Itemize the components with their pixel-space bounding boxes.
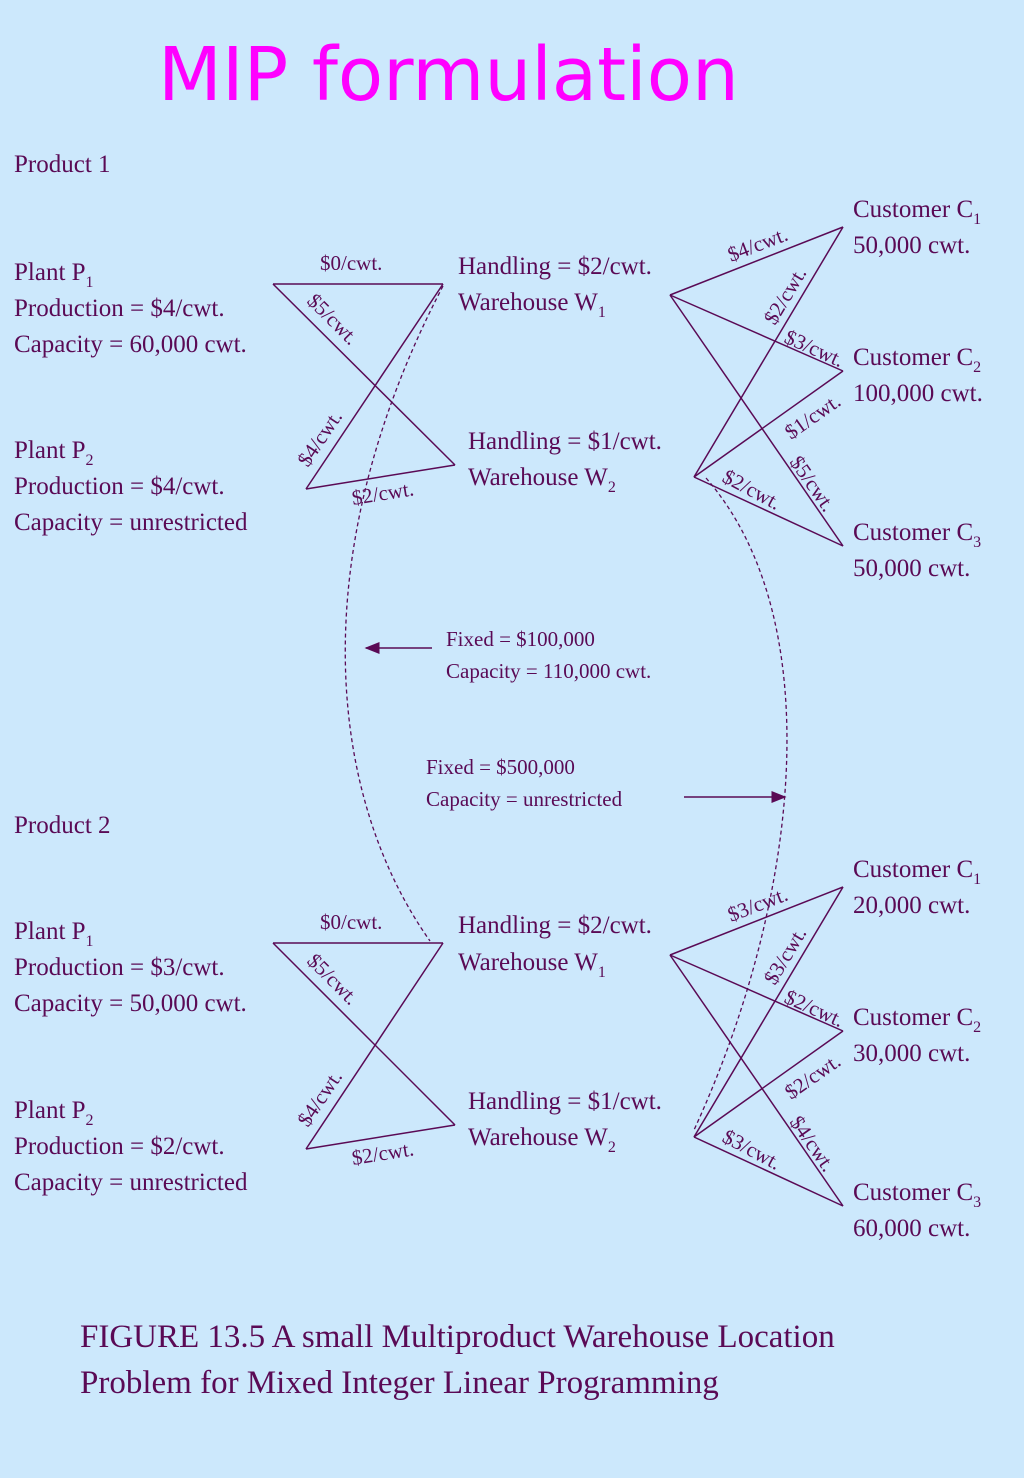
page-title: MIP formulation bbox=[158, 32, 739, 118]
p1-customer1-name: Customer C1 bbox=[853, 196, 981, 228]
p1-cost-p2-w2: $2/cwt. bbox=[350, 476, 415, 509]
p2-customer1-demand: 20,000 cwt. bbox=[853, 892, 970, 919]
p1-edge-w1-c1 bbox=[669, 226, 844, 296]
p2-warehouse2-name: Warehouse W2 bbox=[468, 1124, 616, 1156]
p2-cost-w1-c2: $2/cwt. bbox=[781, 985, 848, 1032]
p2-customer3-name: Customer C3 bbox=[853, 1179, 981, 1211]
p1-cost-w1-c3: $5/cwt. bbox=[785, 451, 840, 516]
p2-plant1-production: Production = $3/cwt. bbox=[14, 954, 225, 981]
p1-edge-w1-c3 bbox=[669, 294, 844, 547]
p2-edge-p1-w2 bbox=[272, 942, 456, 1126]
figure-caption: FIGURE 13.5 A small Multiproduct Warehou… bbox=[80, 1314, 980, 1406]
p1-cost-p2-w1: $4/cwt. bbox=[292, 406, 347, 471]
p1-cost-w2-c1: $2/cwt. bbox=[759, 263, 812, 329]
p2-edge-p2-w2 bbox=[305, 1124, 456, 1150]
p2-plant2-capacity: Capacity = unrestricted bbox=[14, 1169, 248, 1196]
p1-plant2-capacity: Capacity = unrestricted bbox=[14, 509, 248, 536]
p1-edge-w2-c2 bbox=[693, 370, 844, 478]
p1-customer2-name: Customer C2 bbox=[853, 344, 981, 376]
warehouse1-capacity: Capacity = 110,000 cwt. bbox=[446, 659, 651, 683]
p2-warehouse1-handling: Handling = $2/cwt. bbox=[458, 912, 652, 939]
p1-cost-w1-c2: $3/cwt. bbox=[781, 325, 848, 372]
p1-edge-w2-c3 bbox=[693, 476, 844, 547]
p1-cost-w2-c2: $1/cwt. bbox=[780, 389, 845, 444]
p1-warehouse1-handling: Handling = $2/cwt. bbox=[458, 253, 652, 280]
p1-cost-p1-w2: $5/cwt. bbox=[302, 289, 363, 350]
p1-customer3-demand: 50,000 cwt. bbox=[853, 555, 970, 582]
p1-warehouse2-handling: Handling = $1/cwt. bbox=[468, 428, 662, 455]
p1-edge-p2-w1 bbox=[305, 283, 444, 490]
p2-cost-w2-c1: $3/cwt. bbox=[759, 923, 812, 989]
p2-cost-p2-w1: $4/cwt. bbox=[292, 1066, 347, 1131]
product2-label: Product 2 bbox=[14, 812, 111, 839]
p2-cost-p2-w2: $2/cwt. bbox=[350, 1136, 415, 1169]
p1-plant1-name: Plant P1 bbox=[14, 259, 94, 291]
p2-customer3-demand: 60,000 cwt. bbox=[853, 1215, 970, 1242]
p2-edge-w2-c1 bbox=[693, 886, 844, 1138]
p2-cost-w2-c3: $3/cwt. bbox=[719, 1124, 785, 1174]
p2-customer2-name: Customer C2 bbox=[853, 1004, 981, 1036]
p1-customer2-demand: 100,000 cwt. bbox=[853, 380, 983, 407]
p1-warehouse2-name: Warehouse W2 bbox=[468, 464, 616, 496]
caption-line-1: FIGURE 13.5 A small Multiproduct Warehou… bbox=[80, 1319, 835, 1355]
p1-edge-p2-w2 bbox=[305, 464, 456, 490]
p2-cost-p1-w2: $5/cwt. bbox=[302, 949, 363, 1010]
p1-plant1-production: Production = $4/cwt. bbox=[14, 295, 225, 322]
p2-edge-w2-c3 bbox=[693, 1136, 844, 1207]
p2-customer2-demand: 30,000 cwt. bbox=[853, 1040, 970, 1067]
p2-cost-w1-c3: $4/cwt. bbox=[785, 1111, 840, 1176]
p1-plant1-capacity: Capacity = 60,000 cwt. bbox=[14, 331, 247, 358]
p2-cost-p1-w1: $0/cwt. bbox=[320, 910, 382, 934]
p2-warehouse1-name: Warehouse W1 bbox=[458, 949, 606, 981]
p1-edge-w1-c2 bbox=[669, 294, 844, 372]
p2-plant2-name: Plant P2 bbox=[14, 1097, 94, 1129]
p1-warehouse1-name: Warehouse W1 bbox=[458, 289, 606, 321]
p1-edge-p1-w2 bbox=[272, 283, 456, 466]
caption-line-2: Problem for Mixed Integer Linear Program… bbox=[80, 1365, 719, 1401]
p1-customer3-name: Customer C3 bbox=[853, 519, 981, 551]
p2-warehouse2-handling: Handling = $1/cwt. bbox=[468, 1088, 662, 1115]
warehouse2-capacity: Capacity = unrestricted bbox=[426, 787, 623, 811]
p2-edge-w1-c2 bbox=[669, 954, 844, 1032]
warehouse2-link-curve bbox=[693, 477, 788, 1131]
warehouse1-fixed-cost: Fixed = $100,000 bbox=[446, 627, 595, 651]
p2-edge-w1-c3 bbox=[669, 954, 844, 1207]
p2-plant1-name: Plant P1 bbox=[14, 918, 94, 950]
p2-edge-w2-c2 bbox=[693, 1030, 844, 1138]
p1-plant2-production: Production = $4/cwt. bbox=[14, 473, 225, 500]
p2-cost-w2-c2: $2/cwt. bbox=[780, 1049, 845, 1104]
warehouse2-fixed-cost: Fixed = $500,000 bbox=[426, 755, 575, 779]
p1-cost-p1-w1: $0/cwt. bbox=[320, 251, 382, 275]
product1-label: Product 1 bbox=[14, 151, 111, 178]
p2-plant1-capacity: Capacity = 50,000 cwt. bbox=[14, 990, 247, 1017]
warehouse1-link-curve bbox=[344, 285, 444, 942]
p2-customer1-name: Customer C1 bbox=[853, 856, 981, 888]
p1-plant2-name: Plant P2 bbox=[14, 437, 94, 469]
p2-edge-w1-c1 bbox=[669, 886, 844, 956]
p1-customer1-demand: 50,000 cwt. bbox=[853, 232, 970, 259]
p1-edge-w2-c1 bbox=[693, 226, 844, 478]
p2-edge-p2-w1 bbox=[305, 942, 444, 1150]
p2-plant2-production: Production = $2/cwt. bbox=[14, 1133, 225, 1160]
